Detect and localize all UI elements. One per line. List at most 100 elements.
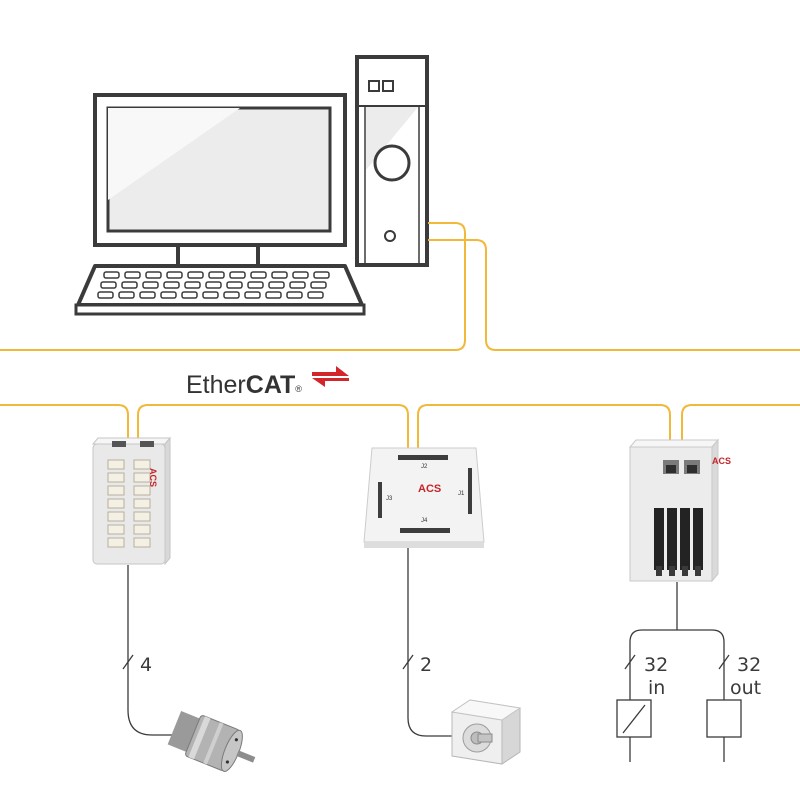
keyboard-key — [271, 271, 288, 279]
keyboard-key — [160, 291, 177, 299]
keyboard-key — [124, 271, 141, 279]
keyboard-key — [289, 281, 306, 289]
keyboard-key — [187, 271, 204, 279]
keyboard-key — [310, 281, 327, 289]
inputs-count: 32 — [644, 654, 668, 676]
inputs-label: in — [648, 677, 665, 699]
drive-connector — [107, 537, 125, 548]
io-terminal-clip — [695, 566, 701, 576]
connector-j3-label: J3 — [386, 496, 393, 502]
stepper-motor-icon — [450, 699, 522, 765]
middle-board-brand: ACS — [418, 483, 441, 495]
io-terminal-blocks — [654, 508, 703, 576]
keyboard-key — [121, 281, 138, 289]
motor-axes-count: 4 — [140, 654, 152, 676]
keyboard-key — [142, 281, 159, 289]
io-terminal-clip — [682, 566, 688, 576]
keyboard-keys — [97, 271, 330, 299]
drive-connector — [107, 459, 125, 470]
keyboard-key — [145, 271, 162, 279]
keyboard-key — [202, 291, 219, 299]
drive-connector — [107, 511, 125, 522]
ethercat-arrows-icon — [312, 366, 349, 387]
drive-connector — [107, 472, 125, 483]
keyboard-key — [223, 291, 240, 299]
keyboard-key — [97, 291, 114, 299]
connector-j1-header — [468, 468, 472, 514]
bus-slash-inputs — [624, 654, 636, 670]
ethercat-logo-regular: Ether — [186, 371, 246, 399]
keyboard-icon — [74, 264, 366, 316]
pc-tower-icon — [355, 55, 429, 267]
connector-j2-label: J2 — [421, 464, 428, 470]
input-switch-icon — [616, 699, 652, 738]
io-terminal-block — [693, 508, 703, 570]
io-terminal-clip — [669, 566, 675, 576]
field-wiring — [122, 548, 730, 762]
keyboard-key — [163, 281, 180, 289]
outputs-label: out — [730, 677, 761, 699]
io-module-brand: ACS — [712, 456, 731, 466]
io-terminal-block — [654, 508, 664, 570]
keyboard-key — [286, 291, 303, 299]
dc-motor-icon — [167, 710, 256, 772]
drive-connector — [107, 485, 125, 496]
ethercat-logo: EtherCAT® — [186, 366, 349, 399]
connector-j4-label: J4 — [421, 518, 428, 524]
bus-slash-stepper — [402, 654, 414, 670]
left-drive-brand: ACS — [148, 468, 158, 487]
drive-module-left: ACS — [91, 436, 172, 566]
keyboard-key — [181, 291, 198, 299]
keyboard-key — [250, 271, 267, 279]
svg-text:EtherCAT®: EtherCAT® — [186, 371, 302, 399]
connector-j4-header — [400, 528, 450, 533]
keyboard-key — [313, 271, 330, 279]
drive-board-middle: J2 J3 J1 J4 ACS — [363, 447, 485, 548]
keyboard-key — [229, 271, 246, 279]
drive-connector — [133, 511, 151, 522]
connector-j3-header — [378, 482, 382, 518]
keyboard-key — [103, 271, 120, 279]
ethercat-logo-bold: CAT — [246, 371, 296, 399]
keyboard-key — [307, 291, 324, 299]
drive-connector — [133, 485, 151, 496]
io-terminal-block — [680, 508, 690, 570]
keyboard-key — [244, 291, 261, 299]
keyboard-key — [100, 281, 117, 289]
keyboard-key — [247, 281, 264, 289]
monitor-icon — [93, 93, 347, 266]
keyboard-key — [139, 291, 156, 299]
keyboard-key — [184, 281, 201, 289]
bus-slash-outputs — [718, 654, 730, 670]
keyboard-key — [265, 291, 282, 299]
ethercat-cable — [0, 222, 800, 452]
keyboard-key — [292, 271, 309, 279]
io-cable-split — [629, 629, 725, 700]
connector-j1-label: J1 — [458, 491, 465, 497]
drive-connector — [107, 524, 125, 535]
io-terminal-clip — [656, 566, 662, 576]
motor-cable — [127, 565, 175, 736]
left-drive-connectors — [107, 459, 151, 548]
keyboard-key — [268, 281, 285, 289]
stepper-cable — [407, 548, 452, 737]
stepper-axes-count: 2 — [420, 654, 432, 676]
keyboard-key — [166, 271, 183, 279]
drive-connector — [133, 472, 151, 483]
drive-connector — [133, 459, 151, 470]
registered-mark: ® — [295, 384, 302, 394]
keyboard-key — [208, 271, 225, 279]
bus-slash-motor — [122, 654, 134, 670]
drive-connector — [133, 537, 151, 548]
connector-j2-header — [398, 455, 448, 460]
keyboard-key — [226, 281, 243, 289]
drive-connector — [133, 498, 151, 509]
io-module-right: ACS — [628, 438, 731, 583]
output-load-icon — [706, 699, 742, 738]
drive-connector — [107, 498, 125, 509]
drive-connector — [133, 524, 151, 535]
keyboard-key — [205, 281, 222, 289]
keyboard-key — [118, 291, 135, 299]
